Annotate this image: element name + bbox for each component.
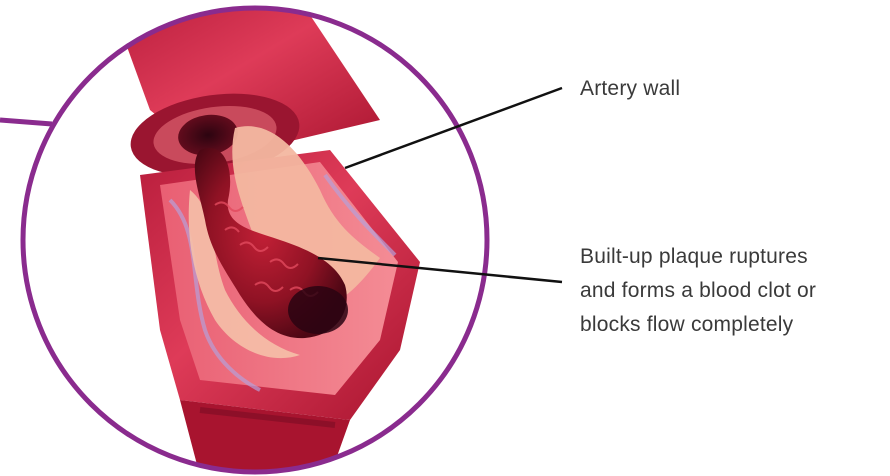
artery-wall-label: Artery wall xyxy=(580,72,680,106)
plaque-rupture-label: Built-up plaque ruptures and forms a blo… xyxy=(580,240,880,342)
plaque-label-line-2: and forms a blood clot or xyxy=(580,274,880,308)
magnifier-connector-line xyxy=(0,120,52,124)
plaque-label-line-3: blocks flow completely xyxy=(580,308,880,342)
blocked-lumen xyxy=(288,286,348,334)
plaque-label-line-1: Built-up plaque ruptures xyxy=(580,240,880,274)
